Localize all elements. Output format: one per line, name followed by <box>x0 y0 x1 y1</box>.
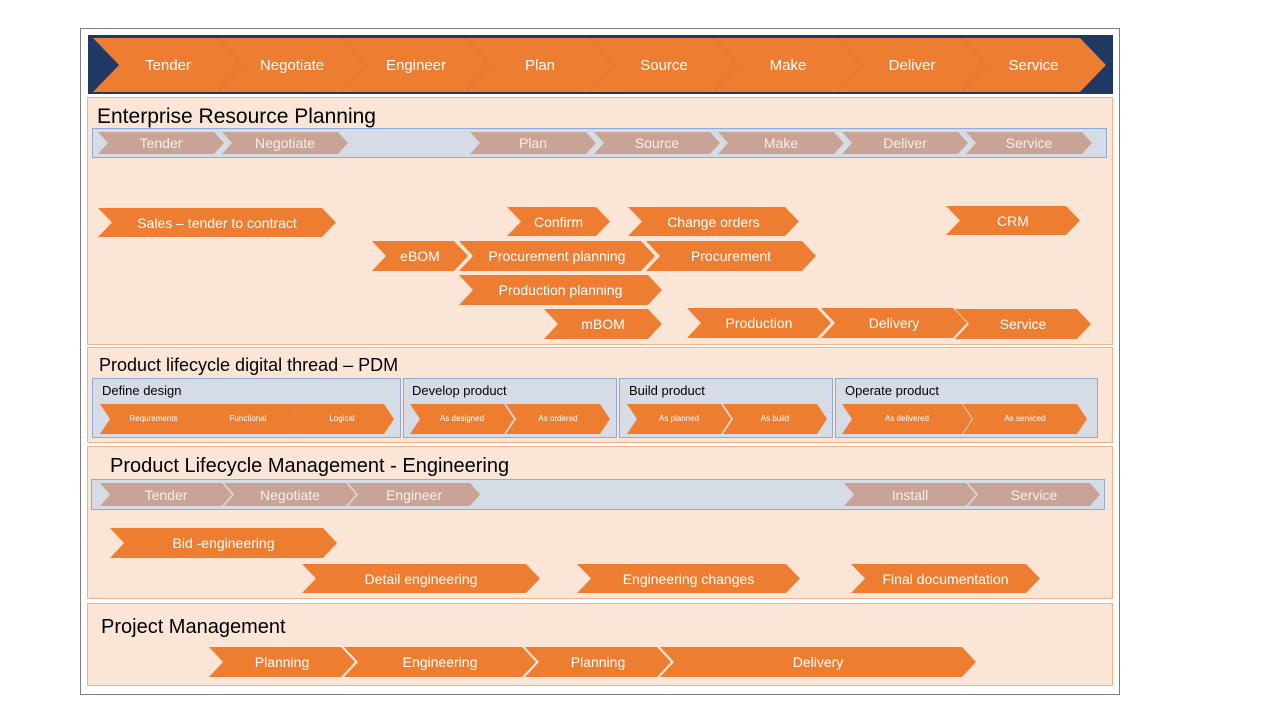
erp-phase-service: Service <box>966 132 1092 154</box>
pdm-step-as-designed: As designed <box>410 404 514 434</box>
pdm-title: Product lifecycle digital thread – PDM <box>99 355 399 375</box>
erp-process-ebom: eBOM <box>372 241 468 271</box>
pm-process-planning-2: Planning <box>525 647 671 677</box>
ple-phase-engineer: Engineer <box>348 483 480 506</box>
pm-process-engineering: Engineering <box>344 647 536 677</box>
pdm-step-as-ordered: As ordered <box>506 404 610 434</box>
ple-process-engineering-changes: Engineering changes <box>577 564 800 593</box>
pdm-step-functional: Functional <box>196 404 300 434</box>
pdm-step-logical: Logical <box>290 404 394 434</box>
erp-process-production-planning: Production planning <box>459 275 662 305</box>
erp-process-sales: Sales – tender to contract <box>98 208 336 237</box>
pdm-step-as-delivered: As delivered <box>842 404 972 434</box>
ple-process-bid-engineering: Bid -engineering <box>110 528 337 558</box>
erp-title: Enterprise Resource Planning <box>97 105 376 128</box>
ple-phase-install: Install <box>844 483 976 506</box>
pdm-step-as-planned: As planned <box>627 404 731 434</box>
erp-process-production: Production <box>687 308 831 338</box>
erp-process-confirm: Confirm <box>507 207 610 236</box>
erp-process-procurement-planning: Procurement planning <box>459 241 655 271</box>
ple-phase-negotiate: Negotiate <box>224 483 356 506</box>
erp-process-crm: CRM <box>946 206 1080 235</box>
erp-process-procurement: Procurement <box>646 241 816 271</box>
pm-title: Project Management <box>101 616 286 638</box>
erp-process-service: Service <box>955 309 1091 339</box>
erp-phase-deliver: Deliver <box>842 132 968 154</box>
pdm-step-as-serviced: As serviced <box>963 404 1087 434</box>
erp-phase-plan: Plan <box>470 132 596 154</box>
erp-process-change-orders: Change orders <box>628 207 799 236</box>
erp-phase-negotiate: Negotiate <box>222 132 348 154</box>
erp-phase-source: Source <box>594 132 720 154</box>
value-chain-engineer: Engineer <box>341 38 491 92</box>
erp-process-delivery: Delivery <box>821 308 967 338</box>
ple-process-detail-engineering: Detail engineering <box>302 564 540 593</box>
erp-process-mbom: mBOM <box>544 309 662 339</box>
pm-process-planning: Planning <box>209 647 355 677</box>
pdm-group-label: Build product <box>629 383 705 398</box>
pdm-group-label: Operate product <box>845 383 939 398</box>
ple-title: Product Lifecycle Management - Engineeri… <box>110 455 510 477</box>
pdm-group-label: Develop product <box>412 383 507 398</box>
erp-phase-tender: Tender <box>98 132 224 154</box>
ple-phase-service: Service <box>968 483 1100 506</box>
erp-phase-make: Make <box>718 132 844 154</box>
pm-process-delivery: Delivery <box>660 647 976 677</box>
pdm-step-requrements: Requrements <box>100 404 207 434</box>
pdm-group-label: Define design <box>102 383 182 398</box>
value-chain-deliver: Deliver <box>837 38 987 92</box>
ple-phase-tender: Tender <box>100 483 232 506</box>
pdm-step-as-build: As build <box>723 404 827 434</box>
ple-process-final-documentation: Final documentation <box>851 564 1040 593</box>
